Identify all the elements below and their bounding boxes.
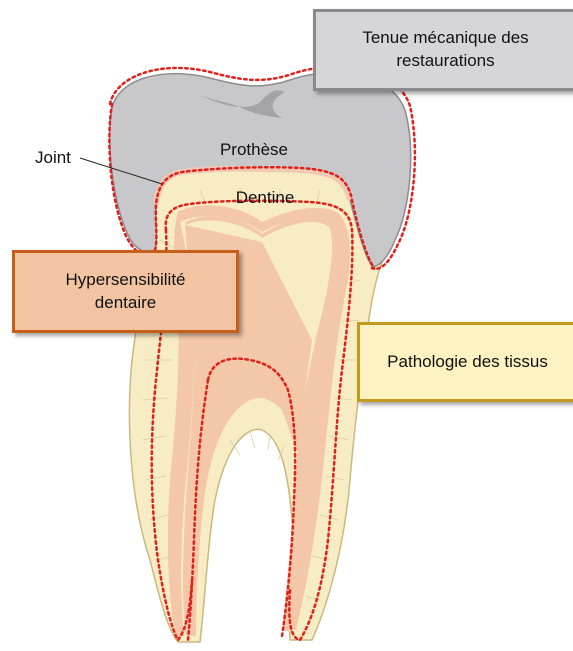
hypersensitivity-box: Hypersensibilité dentaire xyxy=(12,250,239,333)
prothese-label: Prothèse xyxy=(220,140,288,159)
dentine-label: Dentine xyxy=(236,188,295,207)
hypersensitivity-text: Hypersensibilité dentaire xyxy=(66,269,186,315)
mechanical-hold-box: Tenue mécanique des restaurations xyxy=(313,9,573,91)
joint-label: Joint xyxy=(35,148,71,167)
mechanical-hold-text: Tenue mécanique des restaurations xyxy=(362,27,528,73)
tissue-pathology-text: Pathologie des tissus xyxy=(387,351,548,374)
tissue-pathology-box: Pathologie des tissus xyxy=(357,322,573,402)
